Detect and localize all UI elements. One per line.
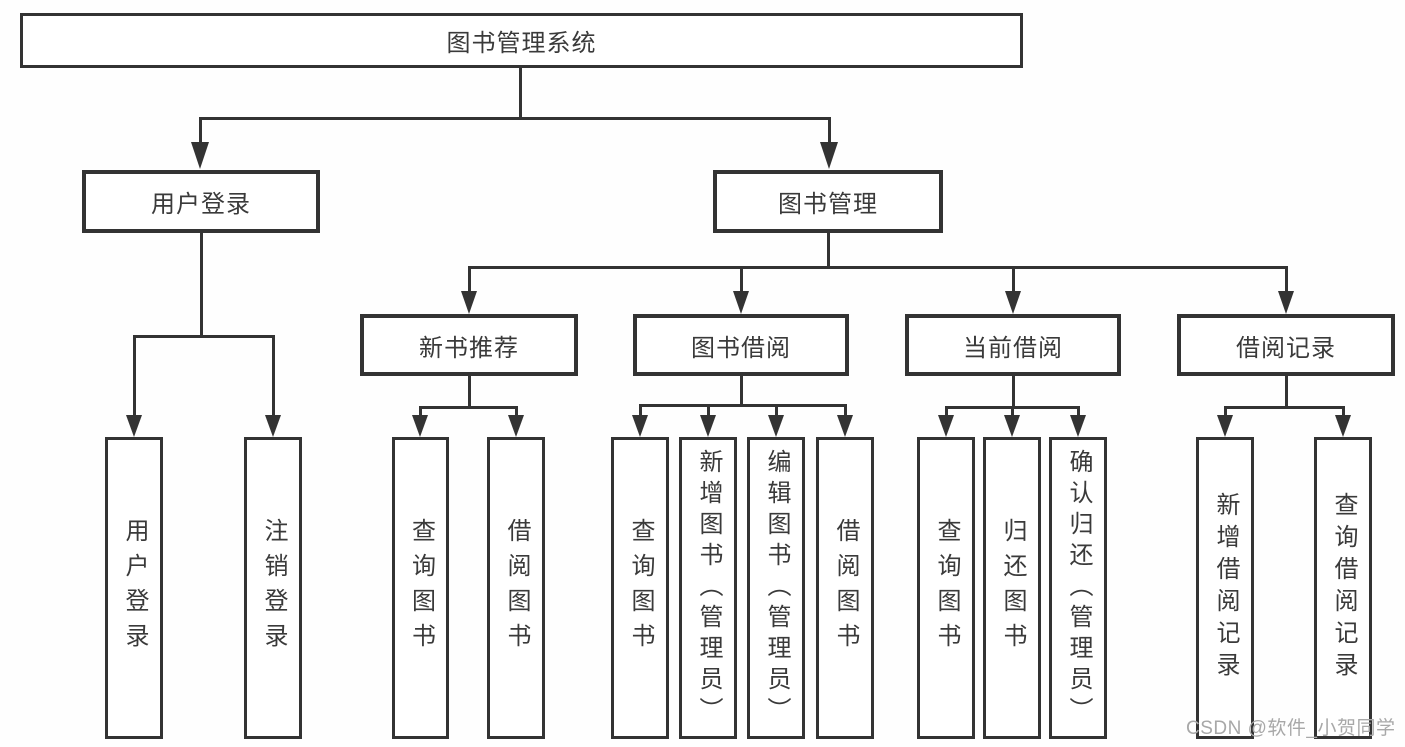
node-br-add-record: 新增借阅记录 [1196, 437, 1254, 739]
node-bb-add-book-admin-label: 新增图书（管理员） [695, 448, 722, 728]
connector-line [739, 267, 743, 292]
connector-line [198, 117, 831, 120]
arrow-down-icon [837, 415, 853, 437]
connector-line [198, 118, 202, 144]
arrow-down-icon [1005, 291, 1021, 314]
node-bb-add-book-admin: 新增图书（管理员） [679, 437, 737, 739]
connector-line [638, 405, 642, 417]
arrow-down-icon [1070, 415, 1086, 437]
arrow-down-icon [126, 415, 142, 437]
node-borrow-records: 借阅记录 [1177, 314, 1395, 376]
node-borrow-records-label: 借阅记录 [1236, 334, 1336, 362]
watermark: CSDN @软件_小贺同学 [1186, 718, 1396, 739]
node-logout: 注销登录 [244, 437, 302, 739]
connector-line [774, 405, 778, 417]
connector-line [467, 267, 471, 292]
node-nb-borrow-book: 借阅图书 [487, 437, 545, 739]
node-root: 图书管理系统 [20, 13, 1023, 68]
node-cb-return-book: 归还图书 [983, 437, 1041, 739]
connector-line [827, 118, 831, 144]
node-br-query-record: 查询借阅记录 [1314, 437, 1372, 739]
connector-line [1011, 376, 1015, 408]
connector-line [132, 336, 136, 417]
arrow-down-icon [508, 415, 524, 437]
connector-line [944, 407, 948, 417]
arrow-down-icon [820, 142, 838, 169]
connector-line [1076, 407, 1080, 417]
node-user-login: 用户登录 [105, 437, 163, 739]
arrow-down-icon [1004, 415, 1020, 437]
connector-line [518, 68, 522, 120]
connector-line [199, 233, 203, 338]
node-nb-borrow-book-label: 借阅图书 [503, 518, 530, 658]
arrow-down-icon [265, 415, 281, 437]
node-nb-query-book-label: 查询图书 [407, 518, 435, 658]
node-bb-query-book-label: 查询图书 [627, 518, 654, 658]
connector-line [1341, 407, 1345, 417]
node-root-label: 图书管理系统 [446, 30, 597, 57]
arrow-down-icon [632, 415, 648, 437]
connector-line [418, 406, 518, 409]
arrow-down-icon [461, 291, 477, 314]
arrow-down-icon [1217, 415, 1233, 437]
node-bb-borrow-book-label: 借阅图书 [832, 518, 859, 658]
node-bb-edit-book-admin-label: 编辑图书（管理员） [763, 448, 790, 728]
connector-line [843, 405, 847, 417]
node-bb-edit-book-admin: 编辑图书（管理员） [747, 437, 805, 739]
connector-line [826, 233, 830, 269]
node-logout-label: 注销登录 [260, 518, 287, 658]
node-cb-return-book-label: 归还图书 [999, 518, 1026, 658]
node-book-management: 图书管理 [713, 170, 943, 233]
node-book-management-label: 图书管理 [778, 191, 878, 218]
node-cb-confirm-return-admin-label: 确认归还（管理员） [1065, 448, 1092, 728]
connector-line [1223, 406, 1345, 409]
node-cb-query-book: 查询图书 [917, 437, 975, 739]
arrow-down-icon [768, 415, 784, 437]
connector-line [418, 407, 422, 417]
connector-line [1284, 267, 1288, 292]
connector-line [132, 335, 275, 338]
arrow-down-icon [733, 291, 749, 314]
arrow-down-icon [1278, 291, 1294, 314]
node-current-borrow-label: 当前借阅 [963, 334, 1063, 362]
node-user-login-label: 用户登录 [121, 518, 148, 658]
connector-line [1011, 267, 1015, 292]
connector-line [739, 376, 743, 406]
arrow-down-icon [412, 415, 428, 437]
connector-line [1284, 376, 1288, 408]
connector-line [514, 407, 518, 417]
connector-line [1223, 407, 1227, 417]
connector-line [1010, 407, 1014, 417]
arrow-down-icon [191, 142, 209, 169]
arrow-down-icon [1335, 415, 1351, 437]
arrow-down-icon [700, 415, 716, 437]
node-cb-query-book-label: 查询图书 [933, 518, 960, 658]
node-user-login-group-label: 用户登录 [151, 191, 251, 218]
node-new-book-recommend: 新书推荐 [360, 314, 578, 376]
connector-line [706, 405, 710, 417]
node-bb-query-book: 查询图书 [611, 437, 669, 739]
connector-line [638, 404, 847, 407]
arrow-down-icon [938, 415, 954, 437]
node-cb-confirm-return-admin: 确认归还（管理员） [1049, 437, 1107, 739]
node-bb-borrow-book: 借阅图书 [816, 437, 874, 739]
node-user-login-group: 用户登录 [82, 170, 320, 233]
node-book-borrow-label: 图书借阅 [691, 334, 791, 362]
connector-line [467, 266, 1288, 269]
node-book-borrow: 图书借阅 [633, 314, 849, 376]
node-br-add-record-label: 新增借阅记录 [1212, 492, 1239, 684]
node-current-borrow: 当前借阅 [905, 314, 1121, 376]
node-br-query-record-label: 查询借阅记录 [1330, 492, 1357, 684]
node-nb-query-book: 查询图书 [392, 437, 449, 739]
connector-line [271, 336, 275, 417]
connector-line [467, 376, 471, 408]
node-new-book-recommend-label: 新书推荐 [419, 334, 519, 362]
